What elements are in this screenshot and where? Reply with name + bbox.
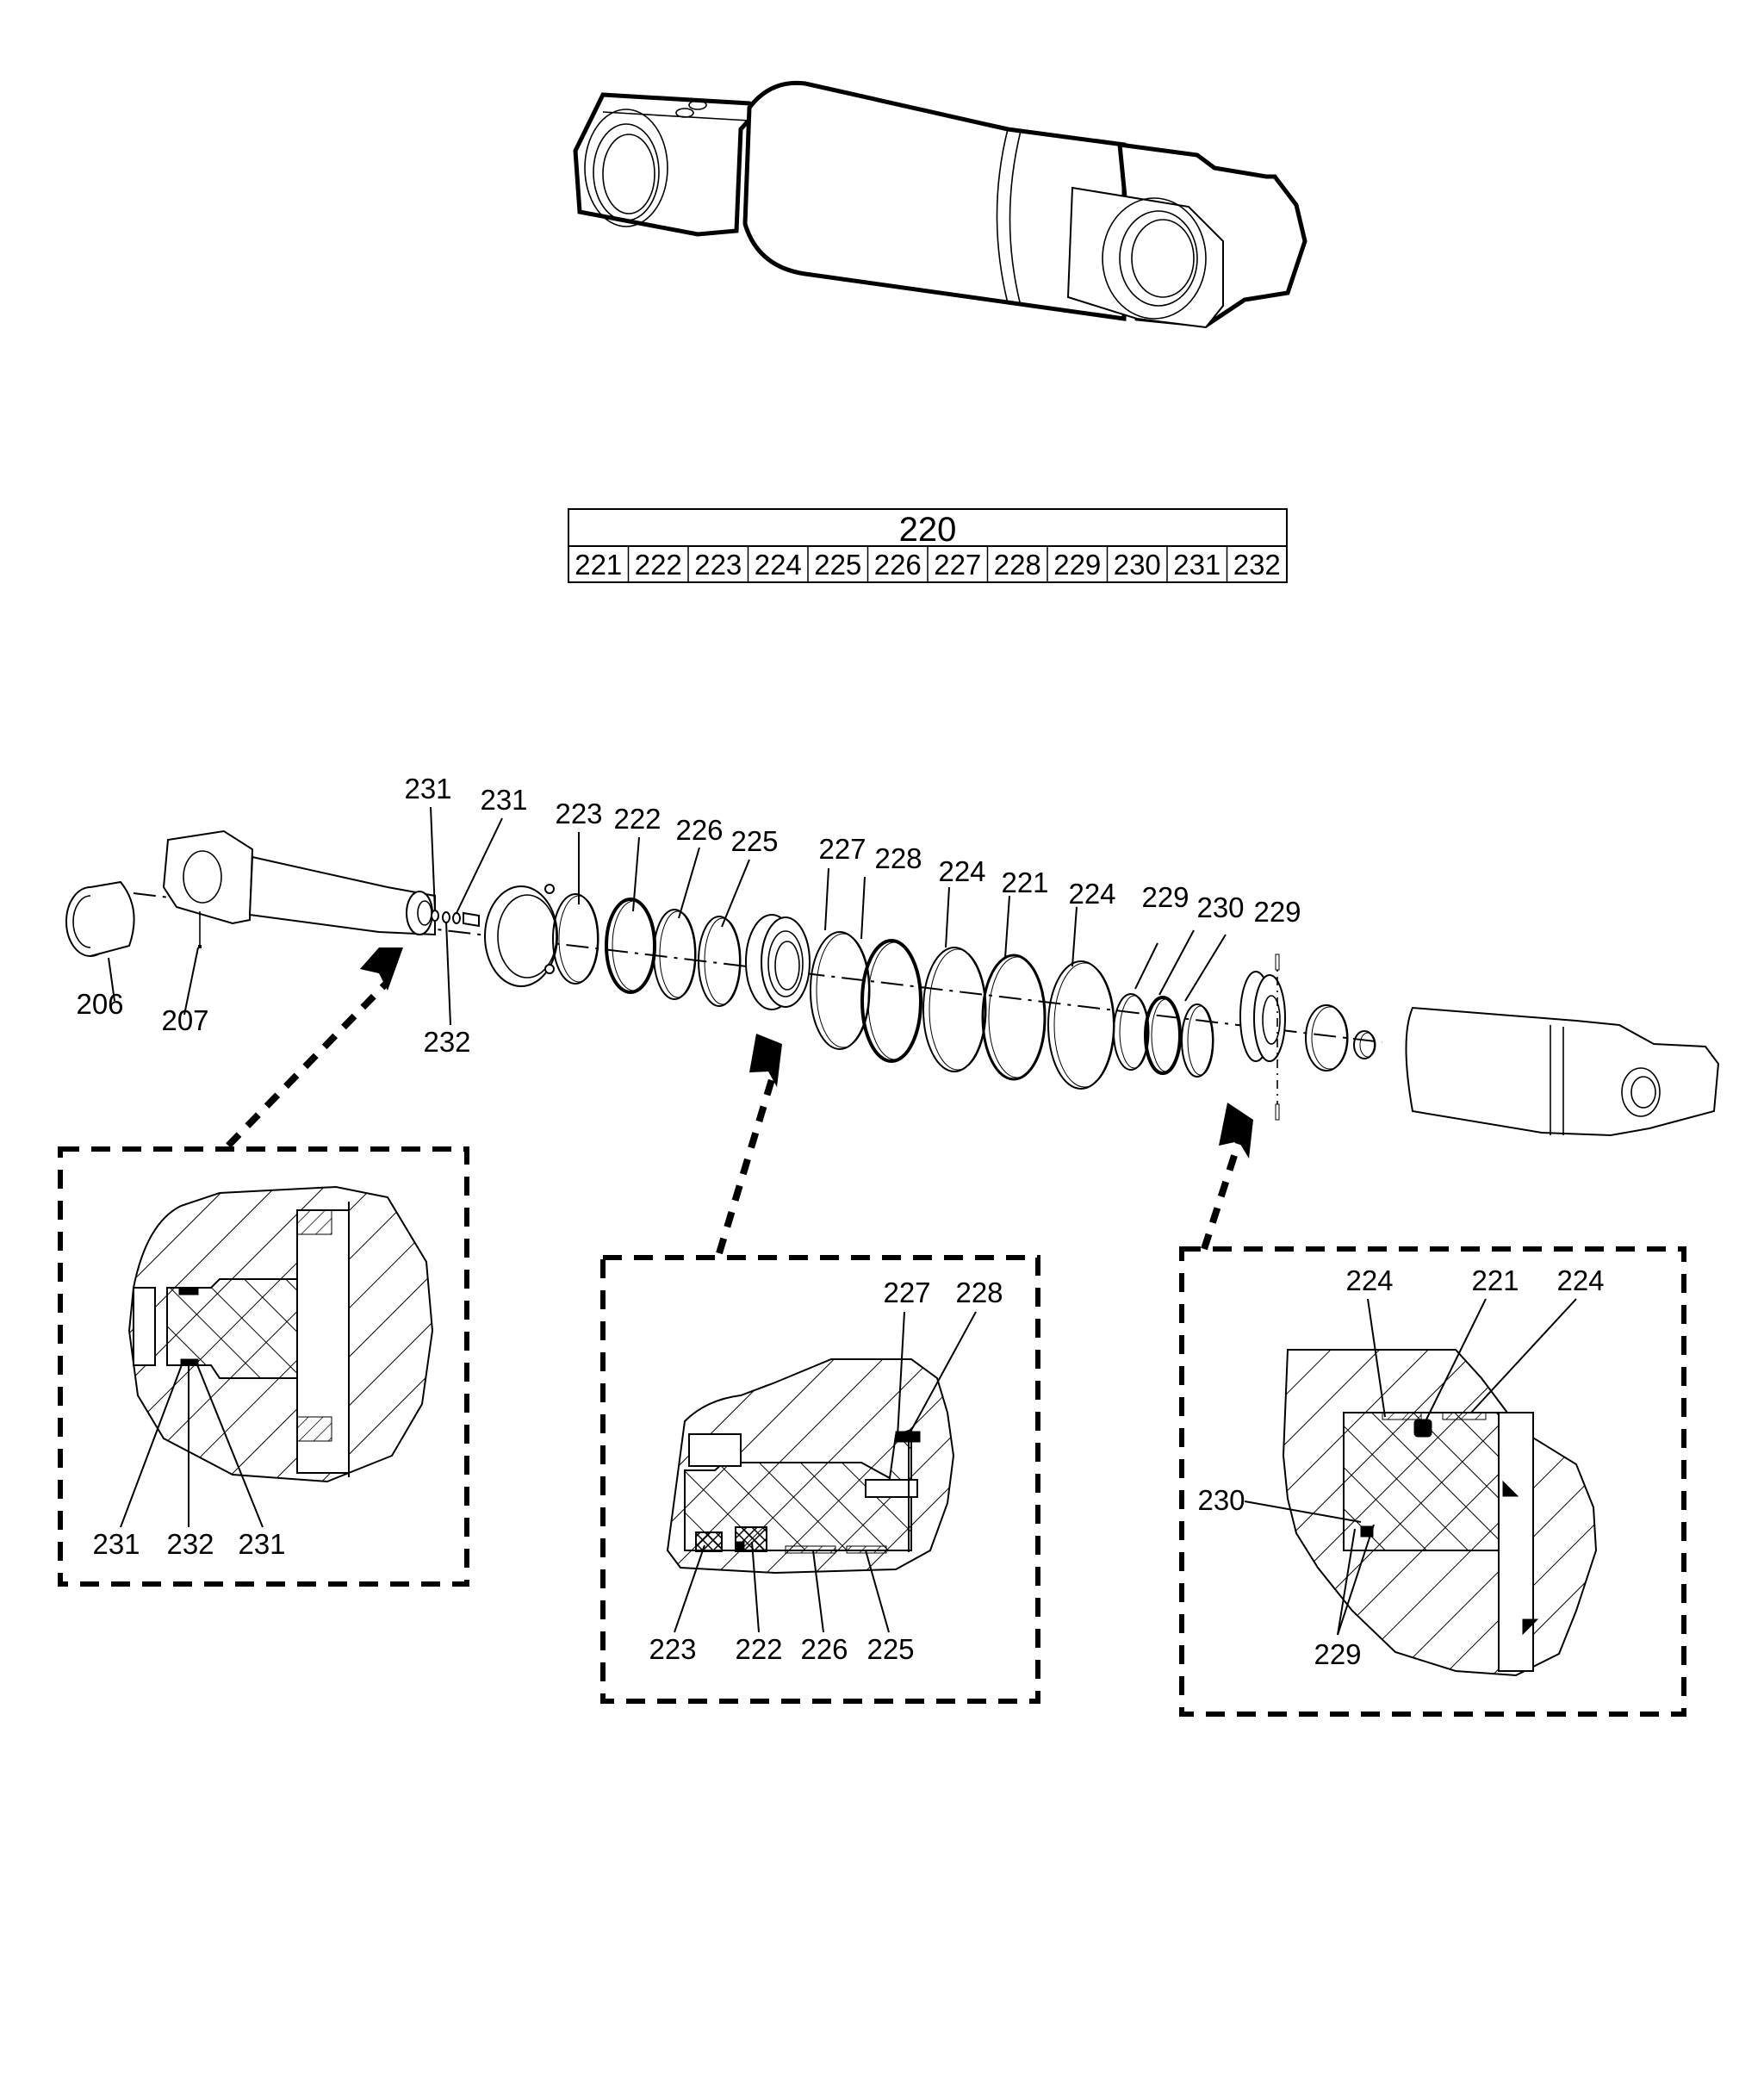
- callout-label: 206: [76, 988, 123, 1020]
- seal-ring: [1144, 996, 1182, 1075]
- seal-ring: [653, 909, 696, 1000]
- kit-component-cell: 221: [575, 549, 622, 581]
- callout-label: 230: [1196, 892, 1244, 923]
- callout-label: 207: [161, 1004, 208, 1036]
- kit-component-cell: 232: [1233, 549, 1281, 581]
- callout-label: 232: [423, 1026, 470, 1058]
- assembled-cylinder-illustration: [573, 80, 1307, 329]
- seal-ring: [698, 916, 741, 1007]
- seal-ring: [1113, 993, 1149, 1071]
- callout-label: 231: [238, 1528, 285, 1560]
- callout-label: 227: [818, 833, 866, 865]
- kit-component-cell: 226: [874, 549, 922, 581]
- part-207-piston-rod: [162, 829, 436, 948]
- detail-view-piston-seal: 224 221 224 230 229: [1179, 1246, 1686, 1717]
- seal-ring: [1305, 1004, 1348, 1072]
- callout-label: 223: [555, 798, 602, 829]
- part-piston: [1239, 954, 1286, 1121]
- callout-label: 232: [166, 1528, 214, 1560]
- kit-component-cell: 225: [814, 549, 861, 581]
- kit-component-cell: 223: [694, 549, 742, 581]
- callout-label: 225: [730, 825, 778, 857]
- kit-table: 220 221 222 223 224 225 226 227 228 229 230 231 232: [568, 508, 1288, 583]
- callout-label: 221: [1001, 867, 1048, 898]
- seal-ring: [810, 931, 870, 1050]
- seal-ring: [981, 954, 1047, 1081]
- callout-label: 222: [735, 1633, 782, 1665]
- callout-label: 227: [883, 1277, 930, 1308]
- kit-component-cell: 229: [1053, 549, 1101, 581]
- callout-label: 224: [938, 855, 985, 887]
- part-gland-flange: [484, 884, 558, 987]
- detail-view-rod-seal: 227 228 223 222 226 225: [600, 1255, 1040, 1704]
- callout-label: 226: [675, 814, 723, 846]
- callout-label: 228: [955, 1277, 1003, 1308]
- callout-label: 230: [1197, 1484, 1245, 1516]
- callout-label: 223: [649, 1633, 696, 1665]
- kit-component-cell: 224: [755, 549, 802, 581]
- part-cylinder-barrel: [1405, 1006, 1720, 1137]
- detail-view-check-valve: 231 232 231: [58, 1146, 469, 1587]
- seal-ring: [1181, 1003, 1214, 1078]
- callout-label: 222: [613, 803, 661, 835]
- kit-component-cell: 228: [994, 549, 1041, 581]
- callout-label: 224: [1068, 878, 1115, 910]
- seal-ring: [860, 939, 922, 1063]
- callout-label: 228: [874, 842, 922, 874]
- callout-label: 224: [1345, 1264, 1393, 1296]
- seal-ring: [922, 947, 986, 1072]
- callout-label: 226: [800, 1633, 848, 1665]
- part-check-valve-components: [431, 910, 480, 928]
- callout-label: 225: [866, 1633, 914, 1665]
- callout-label: 231: [92, 1528, 140, 1560]
- kit-component-cell: 230: [1114, 549, 1161, 581]
- callout-label: 229: [1141, 881, 1189, 913]
- detail-pointer-arrows: [226, 947, 1253, 1255]
- callout-label: 229: [1253, 896, 1301, 928]
- seal-ring: [1047, 960, 1115, 1090]
- callout-leaders: [108, 806, 1227, 1026]
- kit-component-cell: 222: [635, 549, 682, 581]
- kit-component-cell: 231: [1173, 549, 1221, 581]
- part-gland-housing: [745, 914, 811, 1010]
- callout-label: 224: [1556, 1264, 1604, 1296]
- part-206-bushing: [65, 880, 135, 957]
- kit-component-cell: 227: [934, 549, 981, 581]
- callout-label: 229: [1314, 1638, 1361, 1670]
- callout-label: 221: [1471, 1264, 1519, 1296]
- callout-label: 231: [480, 784, 527, 816]
- seal-ring: [605, 898, 656, 994]
- seal-ring: [552, 893, 599, 985]
- callout-label: 231: [404, 773, 451, 805]
- kit-number: 220: [899, 511, 957, 549]
- seal-ring: [1353, 1030, 1376, 1059]
